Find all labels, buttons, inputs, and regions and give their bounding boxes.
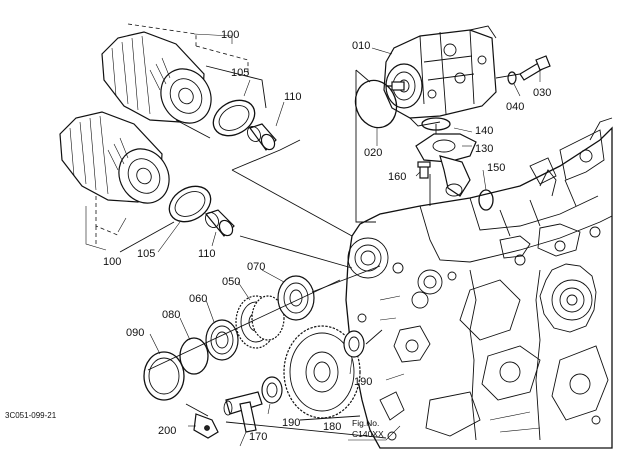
part-label-190-upper: 190 [354, 376, 372, 388]
gasket-105-lower [168, 185, 212, 223]
bolt-030 [519, 55, 551, 81]
plate-200 [193, 413, 219, 439]
part-label-040: 040 [506, 101, 524, 113]
part-label-100-lower: 100 [103, 256, 121, 268]
part-label-170: 170 [249, 431, 267, 443]
reference-code: 3C051-099-21 [5, 411, 57, 420]
o-ring-020 [354, 79, 398, 129]
adapter-110-upper [246, 123, 277, 151]
part-label-110-lower: 110 [198, 248, 216, 260]
o-ring-080 [179, 337, 209, 375]
part-label-105-upper: 105 [231, 67, 249, 79]
figure-number: C140XX [352, 429, 384, 439]
part-label-105-lower: 105 [137, 248, 155, 260]
gear-050 [235, 295, 285, 349]
bearing-190-upper [343, 330, 365, 358]
part-label-150: 150 [487, 162, 505, 174]
part-label-130: 130 [475, 143, 493, 155]
part-labels: 010 020 030 040 050 060 070 080 090 100 … [103, 29, 551, 443]
adapter-110-lower [204, 209, 235, 237]
part-label-180: 180 [323, 421, 341, 433]
snap-ring-090 [143, 351, 185, 401]
flange-130 [415, 133, 477, 197]
bearing-070 [277, 275, 315, 321]
hydraulic-pump [383, 25, 497, 127]
part-label-160: 160 [388, 171, 406, 183]
part-label-140: 140 [475, 125, 493, 137]
part-label-050: 050 [222, 276, 240, 288]
part-label-030: 030 [533, 87, 551, 99]
figure-number-box: Fig.No. C140XX [348, 418, 401, 441]
part-label-060: 060 [189, 293, 207, 305]
part-label-190-lower: 190 [282, 417, 300, 429]
shaft-170 [223, 391, 263, 433]
bearing-190-lower [261, 376, 283, 404]
oil-filter-upper [101, 31, 212, 124]
part-label-100-upper: 100 [221, 29, 239, 41]
figure-label: Fig.No. [352, 418, 379, 428]
bolt-160 [417, 161, 431, 179]
part-label-090: 090 [126, 327, 144, 339]
washer-040 [507, 71, 517, 85]
part-label-110-upper: 110 [284, 91, 302, 103]
part-label-070: 070 [247, 261, 265, 273]
assembly-lines [85, 23, 521, 439]
leader-lines [117, 47, 541, 447]
o-ring-150 [478, 189, 494, 211]
part-label-080: 080 [162, 309, 180, 321]
oil-filter-lower [59, 111, 170, 204]
part-label-010: 010 [352, 40, 370, 52]
part-label-020: 020 [364, 147, 382, 159]
part-label-200: 200 [158, 425, 176, 437]
gasket-105-upper [212, 99, 256, 137]
bearing-060 [205, 319, 239, 361]
transmission-housing [345, 117, 613, 449]
